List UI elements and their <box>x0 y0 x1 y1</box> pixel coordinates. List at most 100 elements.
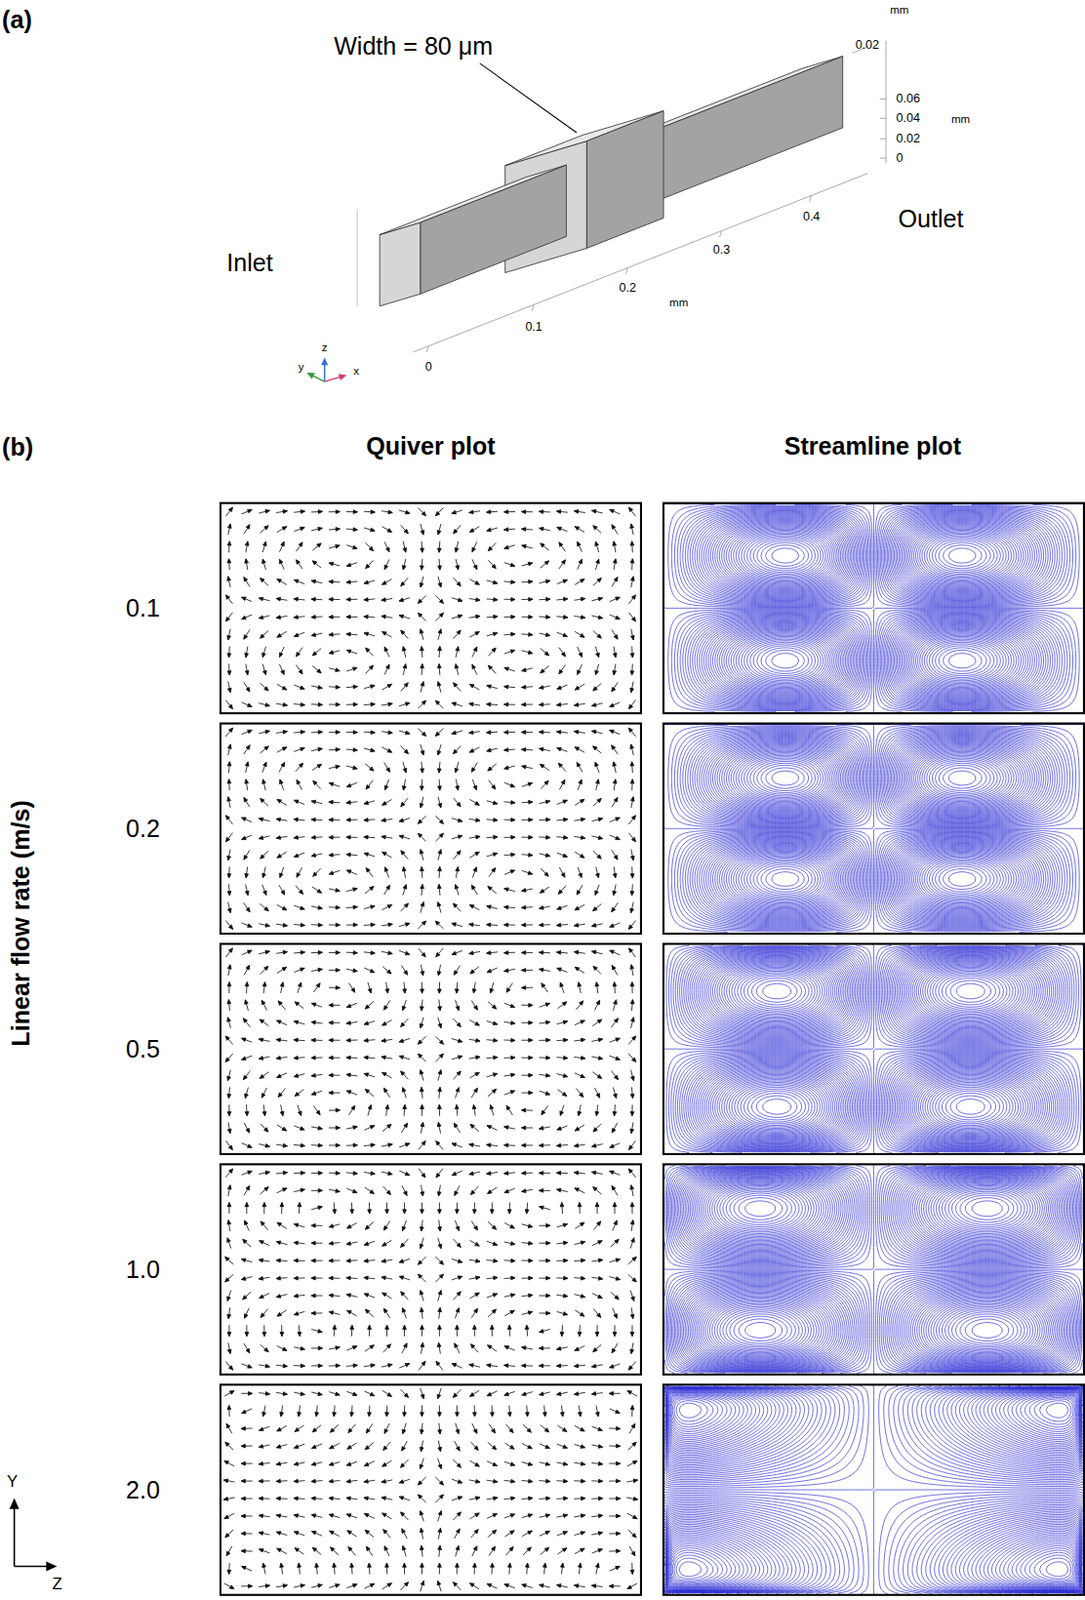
quiver-arrow <box>328 1108 341 1113</box>
grid-line <box>357 208 359 306</box>
quiver-arrow <box>297 1325 302 1336</box>
quiver-arrow <box>574 1188 585 1194</box>
quiver-arrow <box>610 1291 619 1300</box>
quiver-arrow <box>574 1548 585 1555</box>
quiver-arrow <box>258 615 270 620</box>
streamline <box>663 723 1085 934</box>
streamline <box>663 943 1085 1154</box>
quiver-arrow <box>630 1000 635 1011</box>
streamline <box>663 1384 1085 1595</box>
quiver-arrow <box>573 817 585 822</box>
quiver-arrow <box>384 763 391 773</box>
quiver-arrow <box>451 835 463 840</box>
quiver-arrow <box>363 614 375 619</box>
streamline <box>663 723 1085 934</box>
streamline <box>663 943 1085 1154</box>
quiver-arrow <box>539 579 551 584</box>
quiver-arrow <box>486 818 498 823</box>
quiver-arrow <box>521 1090 533 1095</box>
quiver-arrow <box>420 523 425 535</box>
quiver-arrow <box>451 1276 463 1281</box>
streamline <box>740 972 1007 1126</box>
quiver-arrow <box>628 1256 638 1265</box>
quiver-arrow <box>608 1514 621 1519</box>
quiver-arrow <box>277 1425 287 1432</box>
quiver-arrow <box>629 1546 636 1557</box>
quiver-arrow <box>417 833 426 842</box>
streamline <box>663 943 1085 1154</box>
quiver-arrow <box>573 836 585 841</box>
quiver-arrow <box>438 629 443 641</box>
quiver-arrow <box>454 762 459 773</box>
quiver-arrow <box>559 560 566 569</box>
quiver-arrow <box>453 798 461 807</box>
quiver-arrow <box>595 541 600 553</box>
quiver-arrow <box>438 1405 443 1417</box>
quiver-arrow <box>364 1529 374 1537</box>
quiver-arrow <box>473 1405 478 1416</box>
quiver-arrow <box>591 1258 603 1263</box>
streamline <box>663 503 1085 714</box>
quiver-arrow <box>438 559 443 570</box>
quiver-arrow <box>630 1086 635 1098</box>
streamline <box>663 1384 1085 1595</box>
quiver-arrow <box>381 1496 393 1501</box>
quiver-arrow <box>328 597 341 602</box>
quiver-arrow <box>453 1123 460 1133</box>
quiver-arrow <box>611 964 618 975</box>
streamline <box>747 535 1002 682</box>
quiver-arrow <box>293 1364 305 1368</box>
quiver-arrow <box>452 903 461 912</box>
quiver-arrow <box>401 646 406 658</box>
quiver-arrow <box>418 1141 426 1151</box>
quiver-arrow <box>470 1344 479 1353</box>
quiver-arrow <box>558 1002 567 1009</box>
quiver-arrow <box>346 748 358 753</box>
streamline <box>663 1164 1085 1374</box>
quiver-arrow <box>538 1496 550 1501</box>
quiver-arrow <box>311 1073 322 1078</box>
streamline <box>663 503 1085 714</box>
quiver-arrow <box>243 629 250 640</box>
streamline <box>669 1394 1079 1586</box>
quiver-arrow <box>593 525 603 534</box>
quiver-arrow <box>596 1563 601 1574</box>
quiver-arrow <box>521 748 532 753</box>
streamline <box>734 969 1013 1129</box>
quiver-arrow <box>277 799 287 805</box>
quiver-arrow <box>328 1073 341 1078</box>
quiver-arrow <box>225 1529 234 1538</box>
quiver-arrow <box>556 1479 567 1484</box>
axis-unit: mm <box>951 113 970 126</box>
quiver-arrow <box>521 817 533 822</box>
streamline <box>663 723 1085 934</box>
streamline <box>671 1396 1077 1584</box>
quiver-arrow <box>328 1241 340 1246</box>
axis-triad-y <box>308 373 325 382</box>
streamline <box>663 503 1085 714</box>
quiver-arrow <box>328 1346 340 1351</box>
quiver-arrow <box>241 1514 253 1519</box>
quiver-arrow <box>540 543 550 551</box>
row-label: 2.0 <box>125 1476 161 1505</box>
quiver-arrow <box>609 614 621 620</box>
quiver-arrow <box>293 526 305 531</box>
streamline <box>683 949 1064 1150</box>
quiver-arrow <box>420 982 425 995</box>
quiver-arrow <box>608 1479 621 1484</box>
streamline <box>719 522 1028 694</box>
streamline <box>733 751 1014 906</box>
quiver-arrow <box>630 1290 635 1302</box>
quiver-arrow <box>573 1143 585 1148</box>
quiver-arrow <box>311 800 322 804</box>
quiver-arrow <box>276 1479 287 1484</box>
quiver-arrow <box>596 867 601 879</box>
quiver-arrow <box>504 817 517 822</box>
quiver-arrow <box>402 762 407 773</box>
quiver-arrow <box>258 950 270 955</box>
quiver-arrow <box>346 1479 358 1484</box>
streamline <box>663 1384 1085 1595</box>
streamline <box>699 514 1048 703</box>
streamline <box>663 723 1085 934</box>
quiver-arrow <box>486 598 498 603</box>
